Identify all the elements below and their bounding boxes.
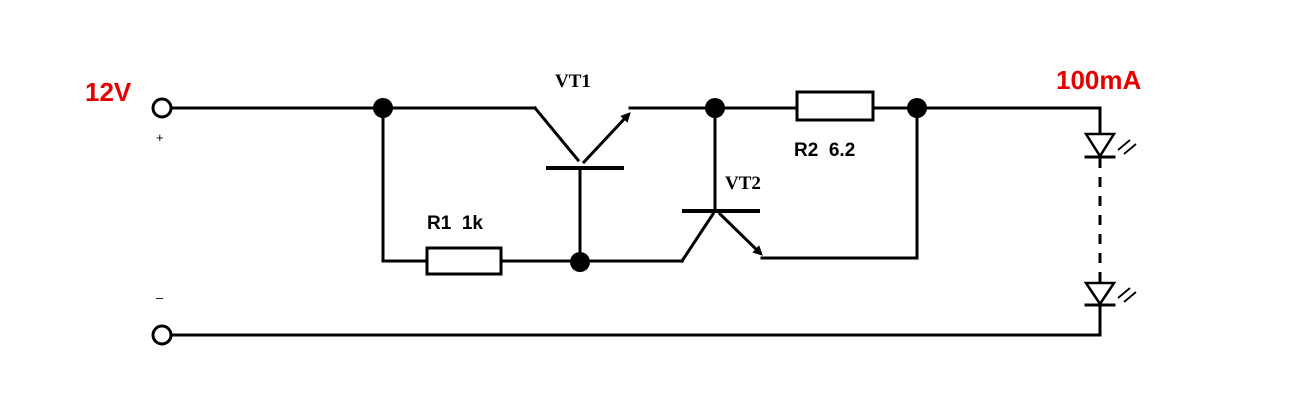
vt2-label: VT2 <box>725 173 761 194</box>
led1-ray-b <box>1123 143 1137 155</box>
led1-icon <box>1083 132 1117 159</box>
led2-ray-b <box>1123 291 1137 303</box>
input-voltage-label: 12V <box>85 77 132 107</box>
r2-label: R2 6.2 <box>794 140 855 161</box>
vt1-label: VT1 <box>555 71 591 92</box>
vt1-emitter <box>581 112 631 165</box>
vt2-collector <box>679 211 716 264</box>
negative-terminal <box>151 324 173 346</box>
led2-ray-a <box>1117 287 1131 299</box>
junction-dot <box>705 98 725 118</box>
led1-ray-a <box>1117 139 1131 151</box>
plus-sign-label: + <box>156 130 164 145</box>
output-current-label: 100mA <box>1056 65 1141 95</box>
junction-dot <box>570 252 590 272</box>
r1-resistor <box>425 246 503 276</box>
led2-icon <box>1083 281 1117 307</box>
minus-sign-label: – <box>156 290 164 305</box>
r2-resistor <box>795 90 875 122</box>
positive-terminal <box>151 97 173 119</box>
vt2-emitter <box>717 211 763 256</box>
junction-dot <box>907 98 927 118</box>
junction-dot <box>373 98 393 118</box>
r1-label: R1 1k <box>427 213 483 234</box>
vt1-collector <box>532 105 581 163</box>
